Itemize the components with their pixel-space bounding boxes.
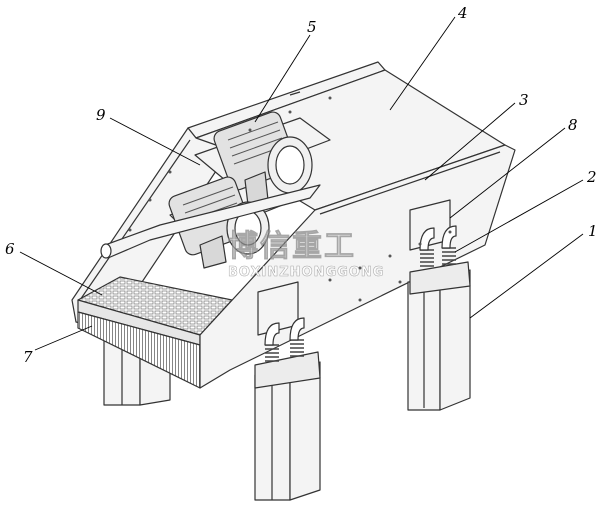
callout-9: 9: [96, 106, 106, 124]
vibration-motor-upper: [213, 111, 313, 206]
support-column-front-centre: [254, 281, 321, 501]
spring-assembly-right: [409, 225, 471, 295]
callout-4: 4: [457, 4, 468, 22]
callout-labels: 1 2 3 4 5 6 7 8 9: [5, 4, 598, 366]
callout-8: 8: [568, 116, 578, 134]
callout-6: 6: [5, 240, 15, 258]
support-column-right: [407, 199, 471, 411]
watermark-latin: BOXINZHONGGONG: [228, 265, 384, 280]
callout-5: 5: [307, 18, 317, 36]
screen-deck-6: [77, 276, 233, 346]
front-beams: [100, 184, 321, 259]
watermark: 博信重工 BOXINZHONGGONG: [228, 229, 384, 281]
callout-7: 7: [23, 348, 33, 366]
callout-1: 1: [588, 222, 598, 240]
leader-lines: [19, 16, 584, 351]
callout-2: 2: [586, 168, 597, 186]
callout-3: 3: [519, 91, 529, 109]
bolt-dots: [128, 96, 452, 302]
watermark-chinese: 博信重工: [228, 229, 356, 264]
